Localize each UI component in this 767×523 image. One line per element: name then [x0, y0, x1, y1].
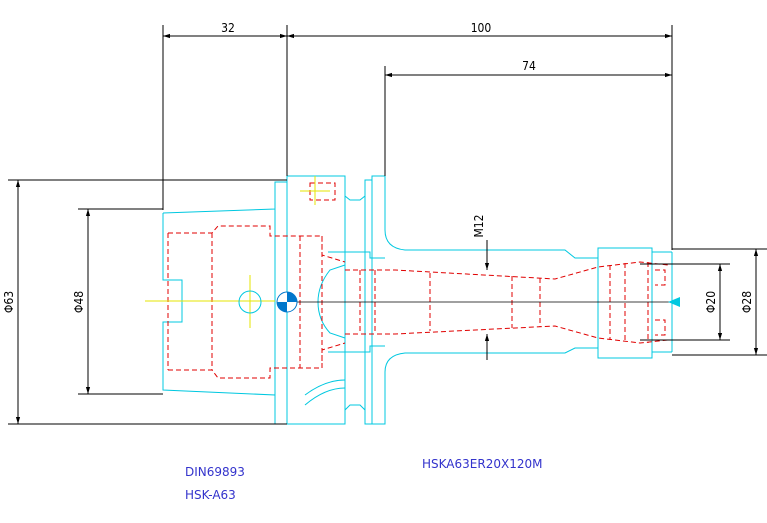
dim-nose-diameter: Φ28	[740, 291, 754, 313]
dim-flange-width: 32	[221, 21, 235, 35]
datum-symbol	[276, 291, 298, 313]
hidden-lines	[167, 182, 669, 379]
dim-taper-diameter: Φ48	[72, 291, 86, 313]
dim-body-length: 74	[522, 59, 536, 73]
end-arrow-icon	[668, 297, 680, 307]
note-interface: HSK-A63	[185, 488, 236, 502]
note-standard: DIN69893	[185, 465, 245, 479]
dim-flange-diameter: Φ63	[2, 291, 16, 313]
dim-overall-length: 100	[471, 21, 492, 35]
centerlines	[145, 176, 680, 328]
dim-thread: M12	[472, 214, 486, 237]
dim-collet-bore-diameter: Φ20	[704, 291, 718, 313]
dimension-lines	[8, 25, 767, 425]
note-part-number: HSKA63ER20X120M	[422, 457, 542, 471]
